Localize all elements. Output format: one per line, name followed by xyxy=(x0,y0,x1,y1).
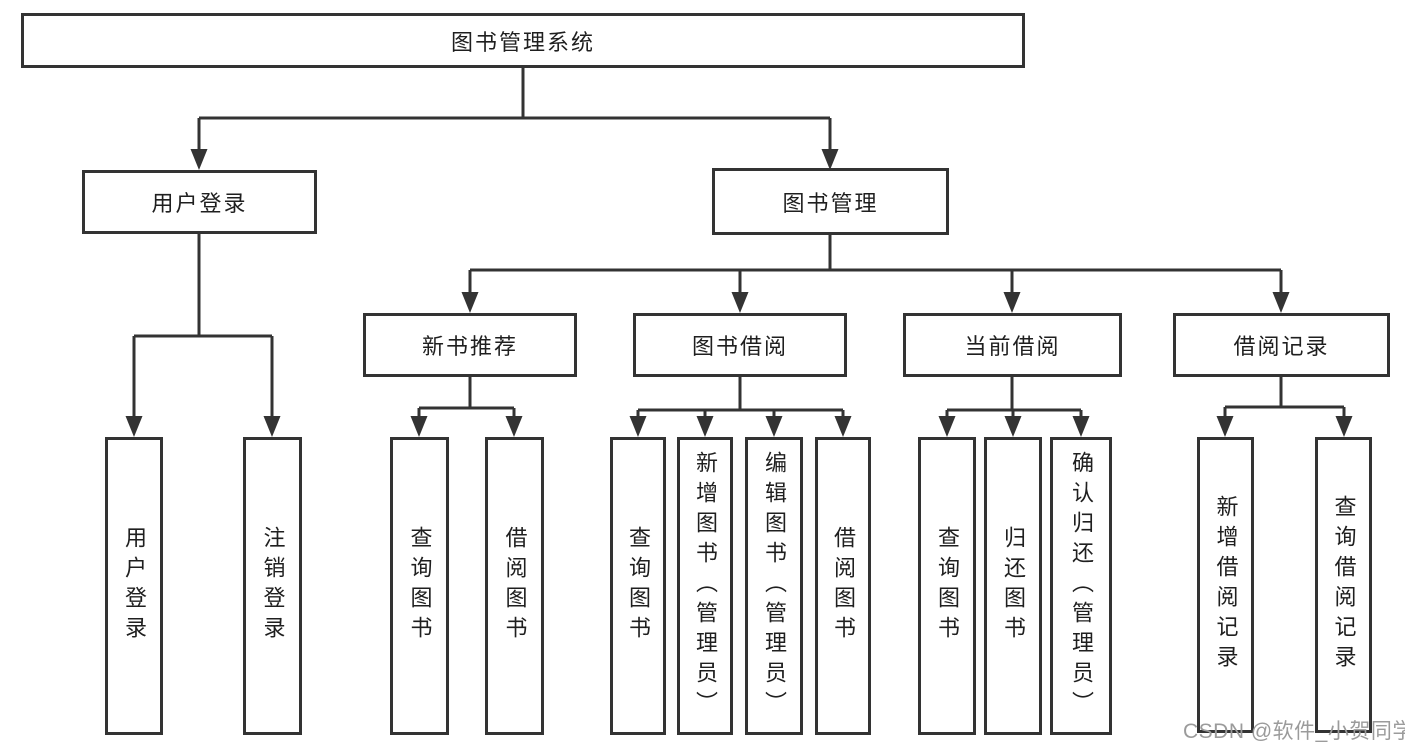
leaf-label: 归还图书 xyxy=(1001,526,1026,646)
node-current-borrow: 当前借阅 xyxy=(903,313,1122,377)
leaf-label: 编辑图书（管理员） xyxy=(762,451,787,721)
leaf-borrow-books-recommend: 借阅图书 xyxy=(485,437,544,735)
node-label: 当前借阅 xyxy=(964,334,1061,359)
leaf-query-borrow-record: 查询借阅记录 xyxy=(1315,437,1372,733)
node-book-borrow: 图书借阅 xyxy=(633,313,847,377)
node-borrow-records: 借阅记录 xyxy=(1173,313,1390,377)
leaf-query-books-borrow: 查询图书 xyxy=(610,437,666,735)
leaf-add-borrow-record: 新增借阅记录 xyxy=(1197,437,1254,733)
leaf-label: 确认归还（管理员） xyxy=(1069,451,1094,721)
node-label: 图书借阅 xyxy=(691,334,788,359)
leaf-label: 查询图书 xyxy=(935,526,960,646)
leaf-label: 借阅图书 xyxy=(831,526,856,646)
leaf-label: 查询图书 xyxy=(626,526,651,646)
node-user-login: 用户登录 xyxy=(82,170,317,234)
node-library-management-system: 图书管理系统 xyxy=(21,13,1025,68)
leaf-label: 新增图书（管理员） xyxy=(693,451,718,721)
leaf-return-book: 归还图书 xyxy=(984,437,1042,735)
leaf-add-book-admin: 新增图书（管理员） xyxy=(677,437,733,735)
leaf-label: 用户登录 xyxy=(122,526,147,646)
leaf-user-login: 用户登录 xyxy=(105,437,163,735)
leaf-label: 借阅图书 xyxy=(502,526,528,646)
leaf-label: 查询借阅记录 xyxy=(1331,495,1357,675)
leaf-borrow-books: 借阅图书 xyxy=(815,437,871,735)
watermark: CSDN @软件_小贺同学 xyxy=(1183,720,1405,743)
leaf-label: 查询图书 xyxy=(407,526,433,646)
node-label: 图书管理 xyxy=(782,190,879,216)
node-new-book-recommend: 新书推荐 xyxy=(363,313,577,377)
node-label: 新书推荐 xyxy=(421,334,518,359)
leaf-confirm-return-admin: 确认归还（管理员） xyxy=(1050,437,1112,735)
leaf-query-books-current: 查询图书 xyxy=(918,437,976,735)
node-label: 图书管理系统 xyxy=(450,29,595,55)
arrowheads xyxy=(125,149,1353,437)
node-label: 借阅记录 xyxy=(1233,334,1330,359)
leaf-label: 注销登录 xyxy=(260,526,286,646)
node-label: 用户登录 xyxy=(151,191,248,216)
leaf-edit-book-admin: 编辑图书（管理员） xyxy=(745,437,803,735)
node-book-management: 图书管理 xyxy=(712,168,949,235)
leaf-query-books-recommend: 查询图书 xyxy=(390,437,449,735)
leaf-label: 新增借阅记录 xyxy=(1213,495,1239,675)
leaf-logout: 注销登录 xyxy=(243,437,302,735)
